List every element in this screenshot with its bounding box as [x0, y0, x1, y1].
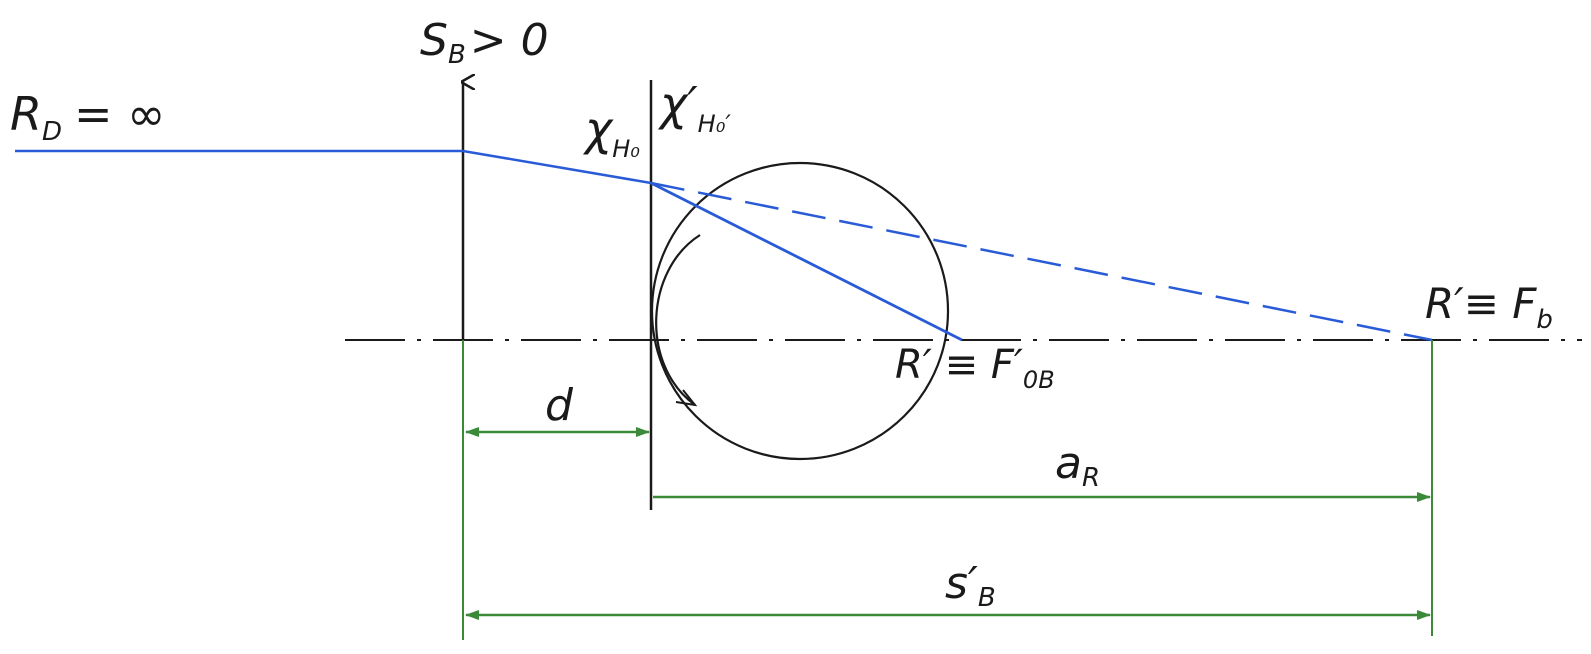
far-point-label: RD= ∞ [10, 87, 165, 147]
cornea-arc [655, 234, 701, 406]
dim-aR-label: aR [1055, 438, 1100, 493]
cornea-arrow-tip [675, 389, 698, 407]
dim-d-label: d [545, 380, 574, 431]
eye-globe [650, 161, 950, 461]
principal-plane-prime-label: χ′H₀′ [657, 77, 731, 138]
dashed-ray-lens-focus [650, 181, 1433, 342]
refracted-ray-eye [650, 181, 963, 342]
principal-plane-label: χH₀ [582, 102, 640, 163]
dim-sB-label: s′B [945, 558, 996, 613]
lens-power-label: SB> 0 [420, 15, 549, 70]
lens-focus-label: R′≡ Fb [1425, 279, 1553, 335]
eye-focus-label: R′ ≡ F′0B [895, 342, 1055, 394]
incoming-ray [15, 149, 652, 185]
